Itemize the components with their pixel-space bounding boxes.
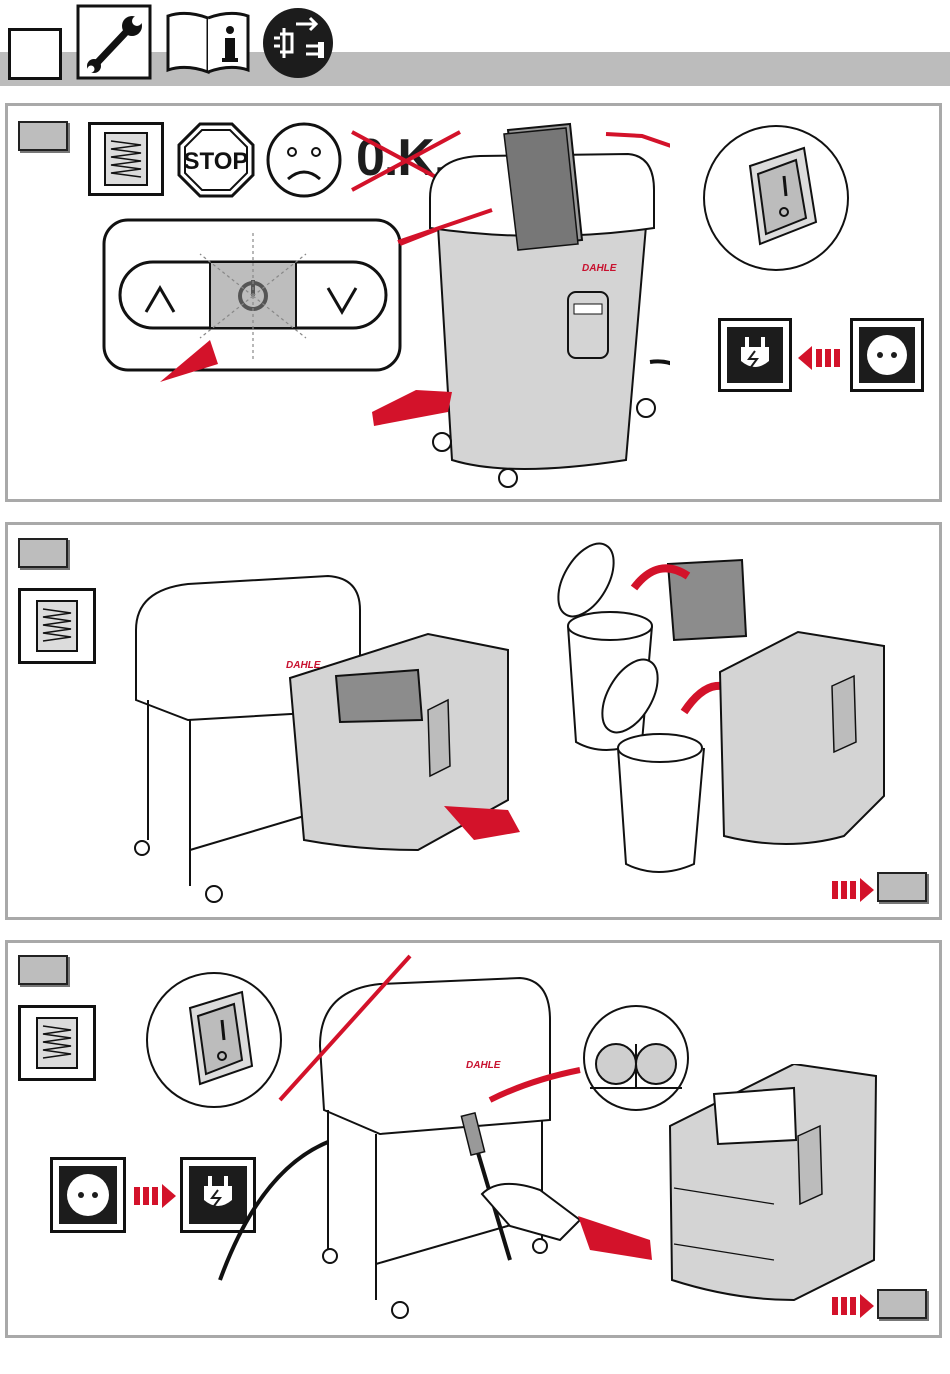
step-number-box [18, 955, 68, 985]
empty-bin-illustration [548, 536, 918, 880]
sad-face-icon [264, 121, 346, 199]
manual-info-icon [164, 8, 254, 76]
arrow-left-icon [798, 344, 844, 372]
brand-logo: DAHLE [466, 1060, 500, 1071]
shredder-mode-icon [18, 588, 96, 664]
shredder-mode-icon [88, 122, 164, 196]
stop-label: STOP [184, 148, 249, 175]
next-step-box [877, 872, 927, 902]
step-number-box [8, 28, 62, 80]
arrow-right-icon [830, 876, 876, 904]
plug-icon [718, 318, 792, 392]
shredder-illustration [360, 120, 670, 500]
wrench-icon [76, 4, 156, 80]
arrow-right-icon [132, 1182, 178, 1210]
shredder-mode-icon [18, 1005, 96, 1081]
brand-logo: DAHLE [582, 263, 616, 274]
brand-logo: DAHLE [286, 660, 320, 671]
unplug-icon [260, 6, 340, 80]
next-step-box [877, 1289, 927, 1319]
step-number-box [18, 121, 68, 151]
power-switch-callout [700, 122, 852, 274]
bin-removed-illustration [664, 1064, 894, 1328]
stop-sign-icon: STOP [176, 121, 256, 199]
socket-icon [50, 1157, 126, 1233]
shredder-open-illustration [128, 550, 528, 912]
arrow-right-icon [830, 1292, 876, 1320]
socket-icon [850, 318, 924, 392]
step-number-box [18, 538, 68, 568]
